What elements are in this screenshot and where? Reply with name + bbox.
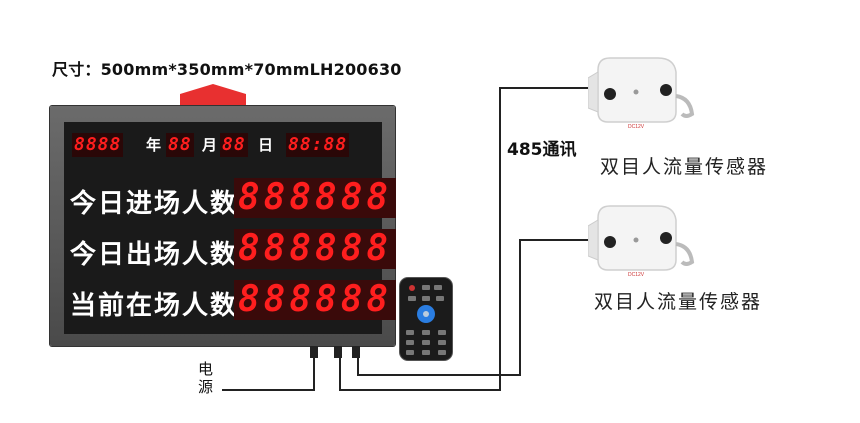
clock-digits: 88:88 [286, 133, 350, 157]
day-digits: 88 [220, 133, 248, 157]
sensor-top-label: 双目人流量传感器 [600, 156, 769, 178]
year-unit: 年 [146, 136, 162, 154]
year-digits: 8888 [72, 133, 124, 157]
month-unit: 月 [202, 136, 218, 154]
power-label: 电源 [198, 360, 214, 396]
row-entered-label: 今日进场人数 [70, 189, 239, 219]
row-exited-digits: 888888 [234, 229, 397, 269]
rs485-label: 485通讯 [507, 140, 577, 160]
row-entered-digits: 888888 [234, 178, 397, 218]
top-bracket [180, 84, 246, 106]
day-unit: 日 [258, 136, 274, 154]
cable-connectors [310, 346, 360, 358]
month-digits: 88 [166, 133, 194, 157]
dimensions-text: 尺寸：500mm*350mm*70mmLH200630 [52, 60, 402, 79]
remote-control [400, 278, 452, 360]
sensor-bottom-label: 双目人流量传感器 [594, 291, 763, 313]
svg-text:DC12V: DC12V [628, 272, 645, 278]
remote-buttons-icon [406, 285, 446, 355]
row-current-label: 当前在场人数 [70, 291, 239, 321]
row-current-digits: 888888 [234, 280, 397, 320]
sensor-bottom-icon: DC12V [588, 205, 695, 278]
sensor-top-icon: DC12V [588, 57, 695, 130]
svg-text:DC12V: DC12V [628, 124, 645, 130]
row-exited-label: 今日出场人数 [70, 240, 239, 270]
